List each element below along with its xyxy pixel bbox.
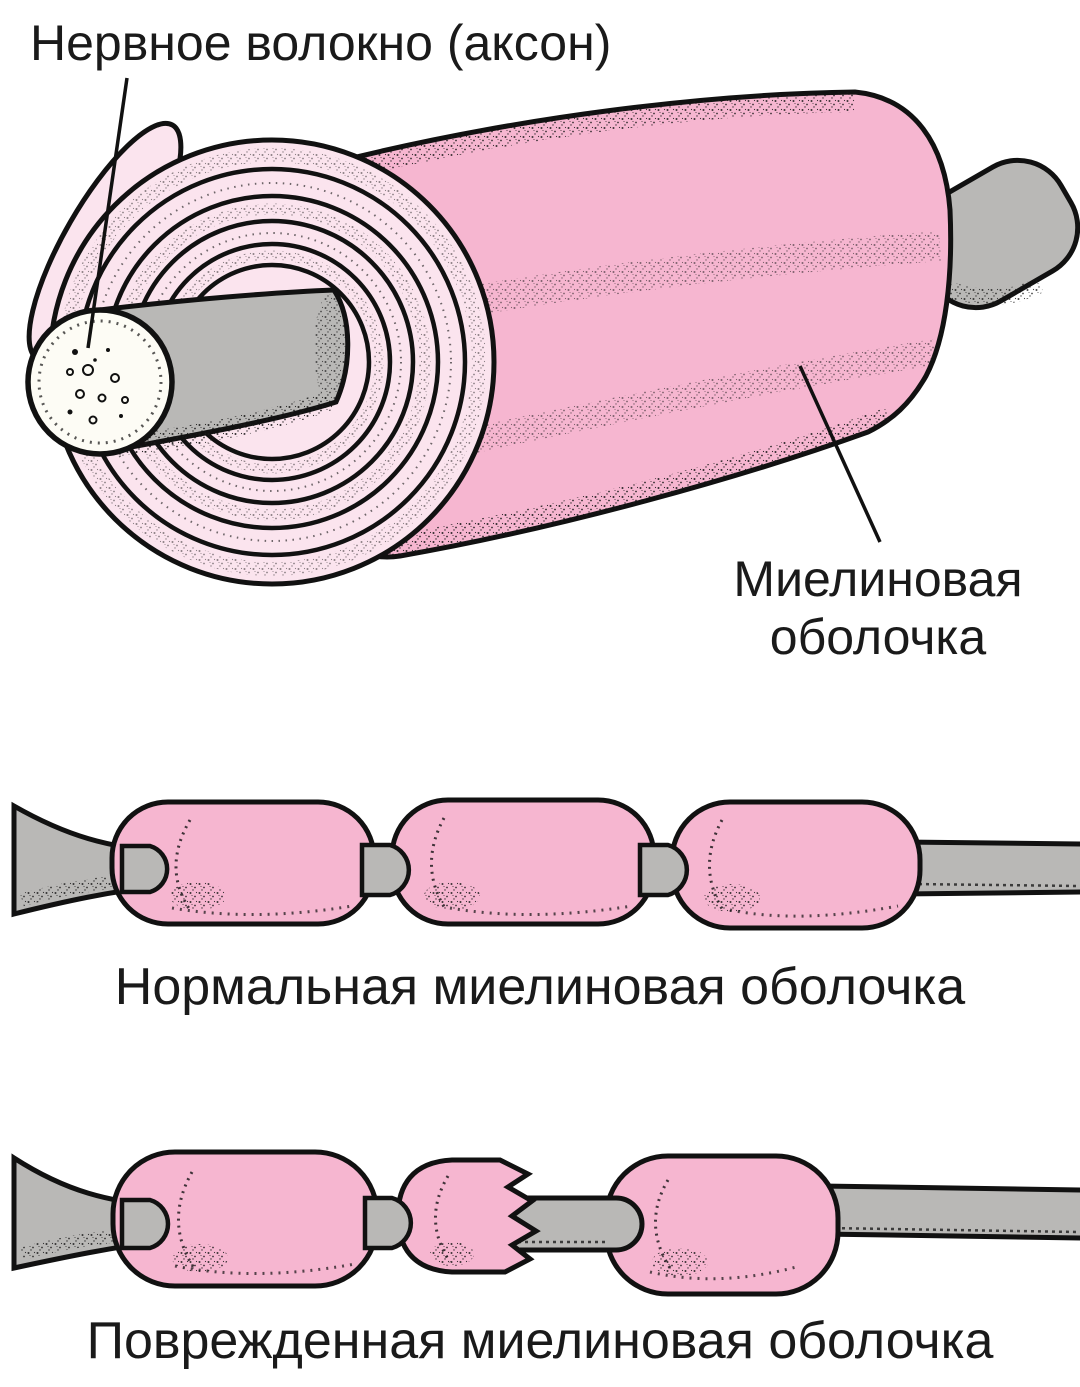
damaged-sheath-diagram: Поврежденная миелиновая оболочка [11,1149,1080,1370]
segment-texture [172,1171,801,1281]
normal-sheath-diagram: Нормальная миелиновая оболочка [11,797,1080,1016]
segment-texture [170,817,899,918]
myelin-label-line1: Миелиновая [733,551,1022,607]
axon-tip [119,1197,171,1251]
axon-label: Нервное волокно (аксон) [30,15,611,71]
node-of-ranvier [362,1195,414,1251]
damaged-myelin-segment [395,1157,541,1275]
exposed-axon [509,1195,645,1253]
axon-tip [119,843,170,895]
axon-right-stub [913,157,1080,311]
node-of-ranvier [359,842,412,898]
myelin-label-line2: оболочка [770,609,987,665]
axon-cross-section [25,307,175,457]
axon-tube-right [817,1183,1080,1241]
axon-leader-line [86,77,129,349]
main-illustration: Нервное волокно (аксон) Миелиновая оболо… [25,15,1080,665]
damaged-sheath-caption: Поврежденная миелиновая оболочка [87,1312,994,1370]
node-of-ranvier [637,842,690,898]
normal-sheath-caption: Нормальная миелиновая оболочка [115,958,965,1016]
myelin-leader-line [798,365,882,543]
